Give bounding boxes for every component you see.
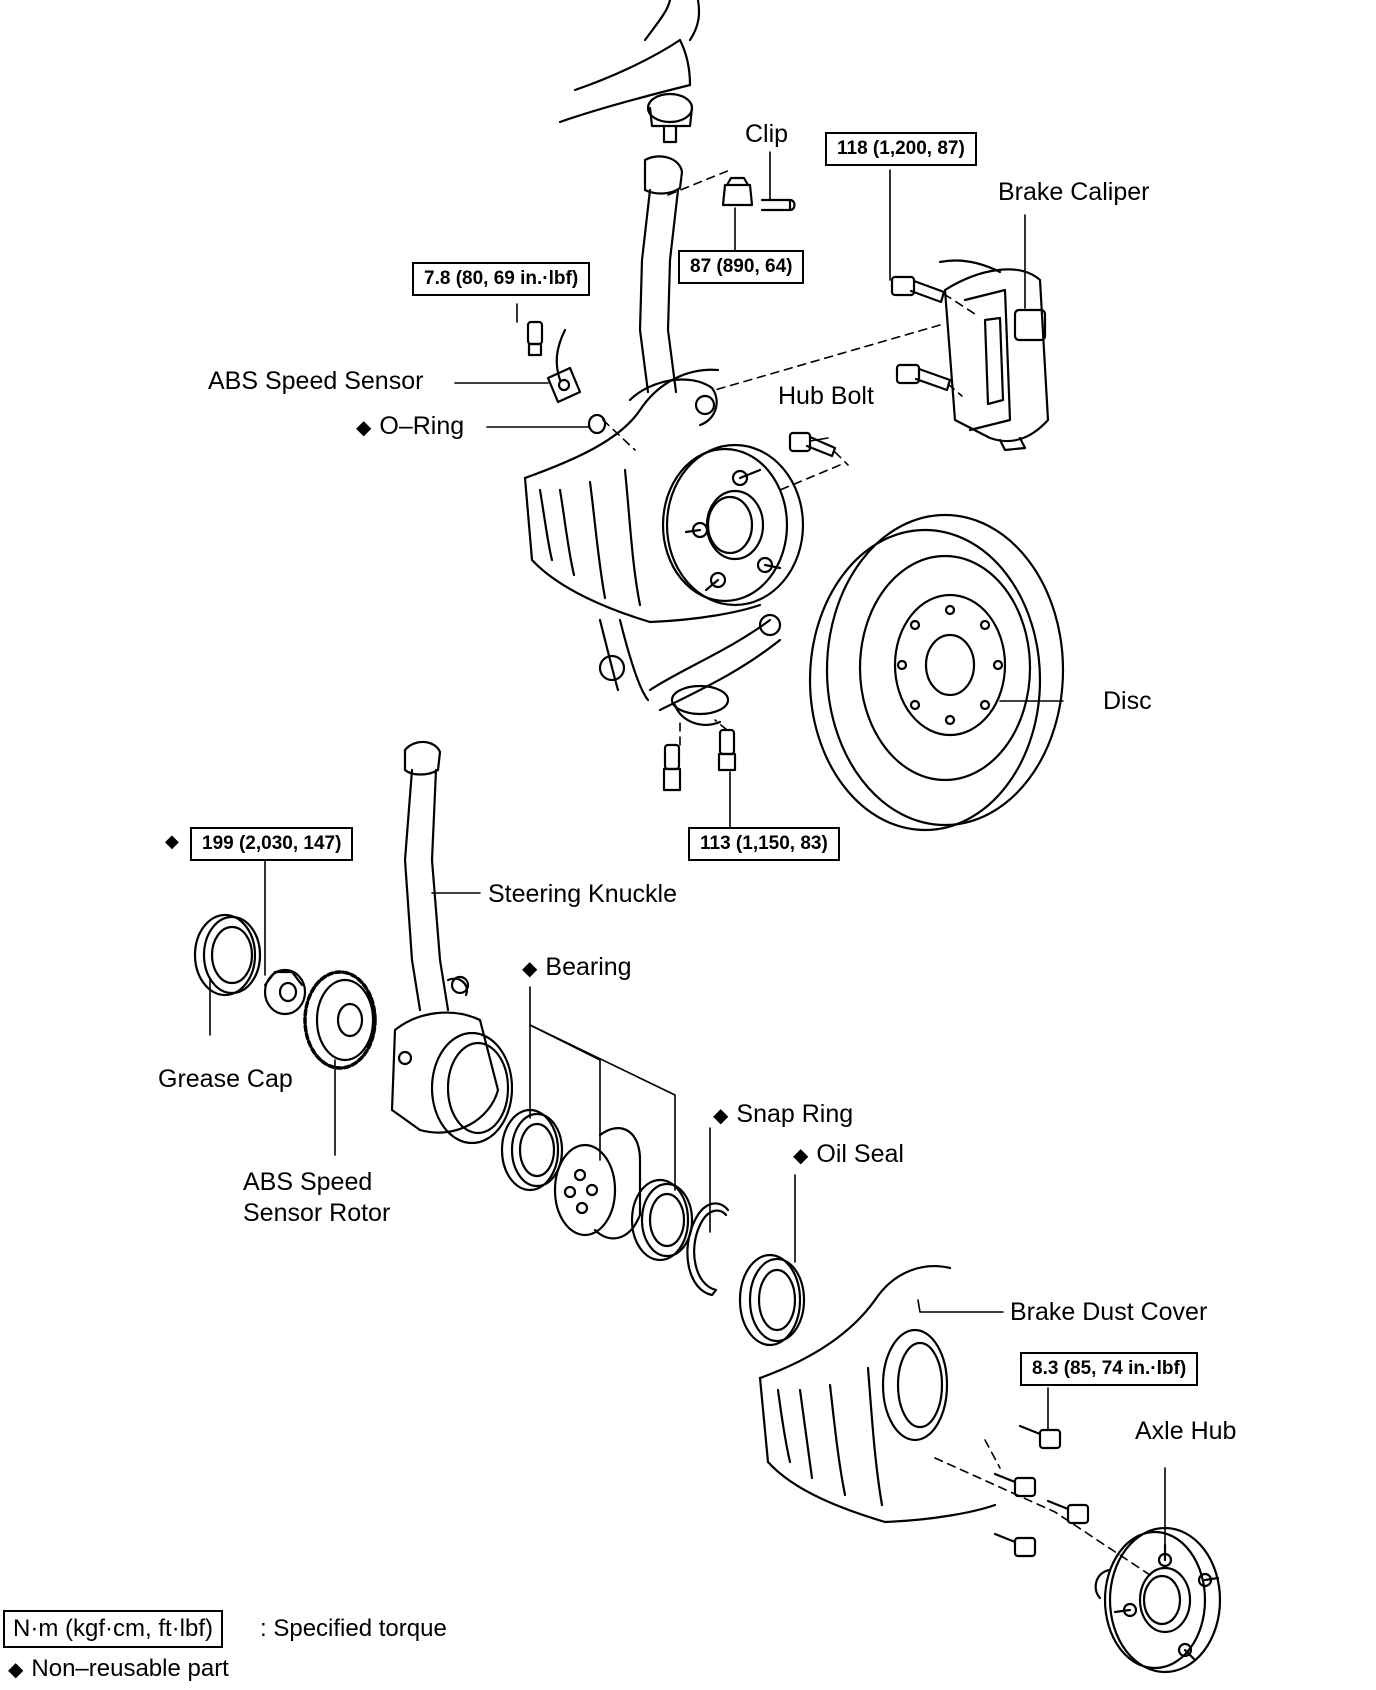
- label-steering-knuckle: Steering Knuckle: [488, 880, 678, 908]
- castle-nut: [721, 176, 754, 207]
- upper-control-arm: [558, 0, 701, 144]
- alignment-lines: [602, 169, 1151, 1576]
- legend-non-reusable: ◆ Non–reusable part: [8, 1655, 229, 1684]
- bearing-inner-race: [630, 1178, 694, 1262]
- brake-disc-drawing: [808, 513, 1065, 832]
- steering-knuckle-upper: [598, 155, 718, 702]
- grease-cap-drawing: [193, 913, 262, 997]
- label-hub-bolt: Hub Bolt: [778, 382, 874, 410]
- brake-dust-cover-lower: [758, 1265, 997, 1524]
- brake-dust-cover-upper: [523, 368, 762, 624]
- label-bearing-text: Bearing: [545, 953, 632, 981]
- label-oil-seal: ◆ Oil Seal: [793, 1140, 904, 1170]
- label-abs-speed-sensor-rotor: ABS Speed Sensor Rotor: [243, 1168, 391, 1227]
- label-brake-dust-cover: Brake Dust Cover: [1010, 1298, 1208, 1326]
- brake-caliper-drawing: [938, 259, 1050, 452]
- caliper-bolts: [890, 275, 952, 392]
- dust-cover-bolts: [993, 1424, 1090, 1558]
- label-axle-hub: Axle Hub: [1135, 1417, 1237, 1445]
- lower-ball-joint: [648, 613, 782, 726]
- torque-sensor-bolt: 7.8 (80, 69 in.·lbf): [412, 262, 591, 296]
- label-grease-cap: Grease Cap: [158, 1065, 293, 1093]
- torque-axle-nut-marker: ◆: [165, 831, 179, 851]
- label-snap-ring-text: Snap Ring: [736, 1100, 854, 1128]
- axle-hub-lower: [1094, 1526, 1222, 1674]
- bearing-roller: [553, 1127, 642, 1240]
- snap-ring-drawing: [686, 1202, 730, 1297]
- leader-lines: [209, 151, 1166, 1546]
- non-reusable-marker: ◆: [8, 1659, 24, 1681]
- legend-non-reusable-text: Non–reusable part: [31, 1655, 229, 1682]
- legend-torque-text: : Specified torque: [260, 1615, 447, 1642]
- label-o-ring-text: O–Ring: [379, 412, 465, 440]
- clip-drawing: [760, 198, 796, 212]
- abs-sensor-rotor-drawing: [303, 970, 377, 1070]
- label-brake-caliper: Brake Caliper: [998, 178, 1150, 206]
- non-reusable-marker: ◆: [522, 958, 538, 980]
- legend-torque-box: N·m (kgf·cm, ft·lbf): [3, 1610, 223, 1648]
- non-reusable-marker: ◆: [793, 1145, 809, 1167]
- oil-seal-drawing: [738, 1253, 806, 1347]
- torque-axle-nut: 199 (2,030, 147): [190, 827, 354, 861]
- knuckle-bolts: [662, 728, 737, 792]
- label-snap-ring: ◆ Snap Ring: [713, 1100, 853, 1130]
- non-reusable-marker: ◆: [713, 1105, 729, 1127]
- label-disc: Disc: [1103, 687, 1152, 715]
- torque-caliper-bolt: 118 (1,200, 87): [825, 132, 977, 166]
- steering-knuckle-lower: [390, 740, 514, 1145]
- torque-clip-nut: 87 (890, 64): [678, 250, 805, 284]
- bearing-outer-race: [500, 1108, 564, 1192]
- torque-lower-arm-bolt: 113 (1,150, 83): [688, 827, 840, 861]
- axle-hub-upper: [661, 443, 805, 607]
- axle-nut-drawing: [263, 968, 307, 1016]
- label-bearing: ◆ Bearing: [522, 953, 632, 983]
- label-abs-speed-sensor: ABS Speed Sensor: [208, 367, 424, 395]
- abs-speed-sensor-drawing: [526, 320, 607, 435]
- hub-bolt-drawing: [788, 431, 837, 458]
- non-reusable-marker: ◆: [356, 417, 372, 439]
- torque-dust-cover-bolt: 8.3 (85, 74 in.·lbf): [1020, 1352, 1199, 1386]
- label-o-ring: ◆ O–Ring: [356, 412, 464, 442]
- label-clip: Clip: [745, 120, 789, 148]
- label-oil-seal-text: Oil Seal: [816, 1140, 904, 1168]
